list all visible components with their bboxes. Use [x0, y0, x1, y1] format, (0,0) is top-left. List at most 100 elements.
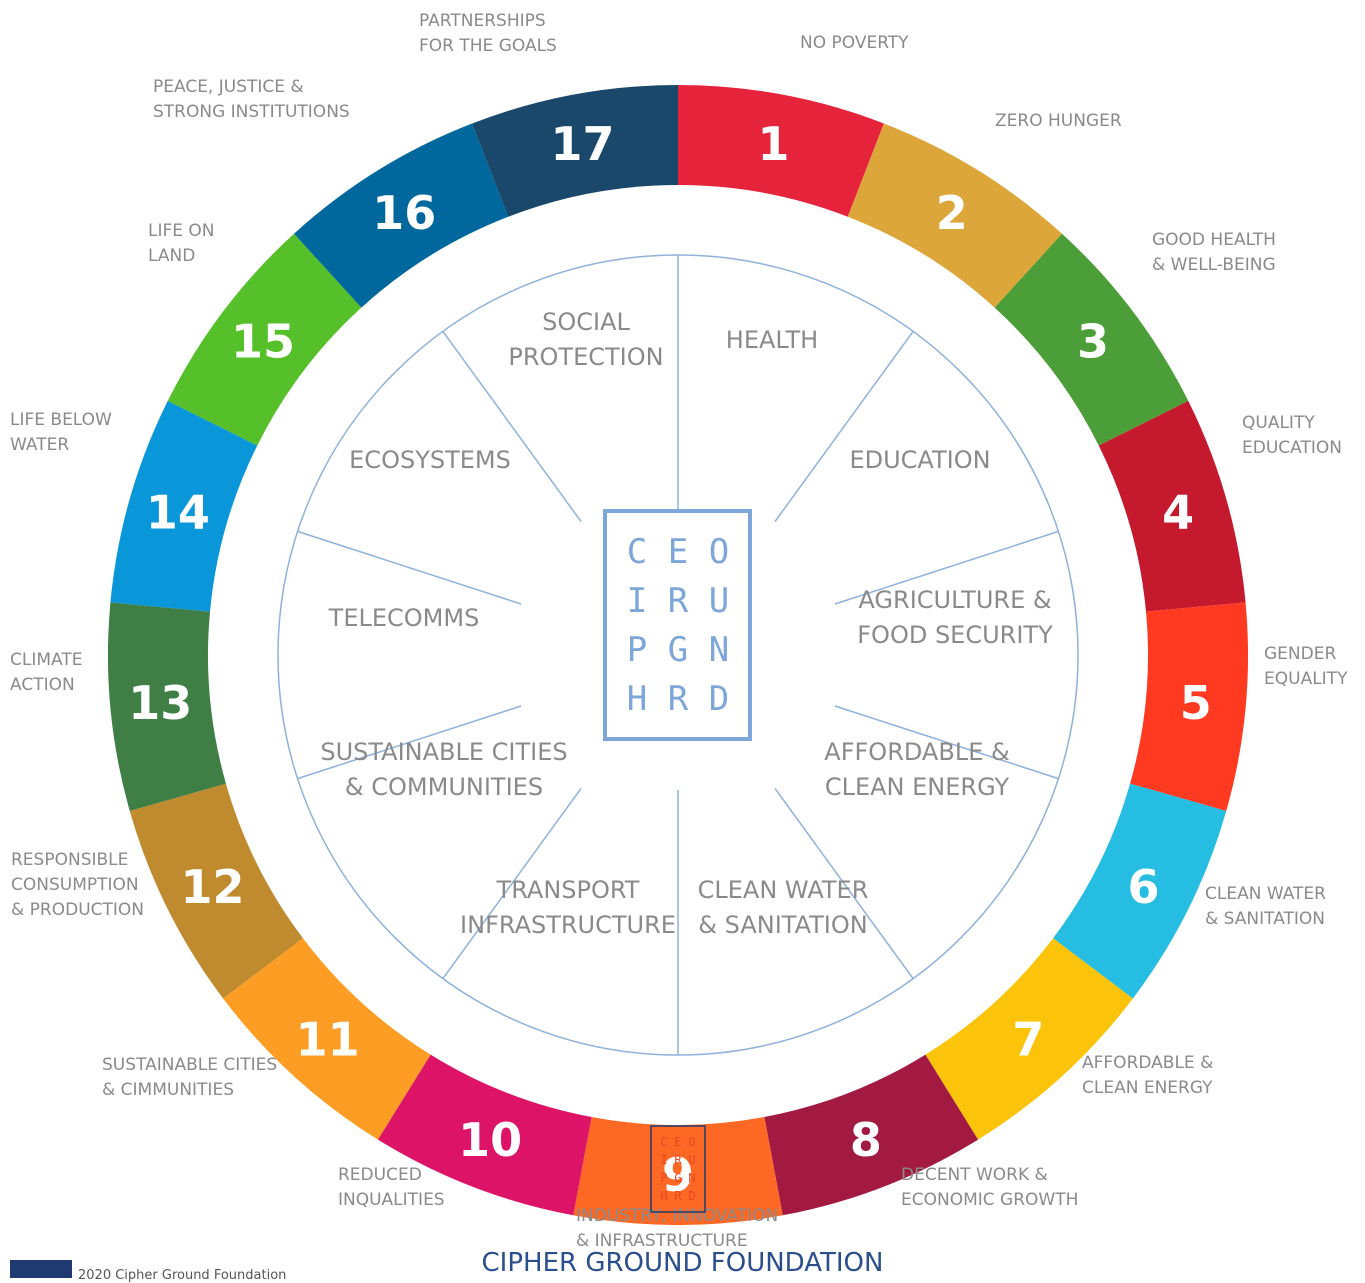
sector-divider	[442, 788, 582, 980]
goal-number-7: 7	[1012, 1012, 1044, 1066]
sector-label: EDUCATION	[849, 446, 990, 474]
goal-number-2: 2	[936, 186, 968, 240]
goal-number-4: 4	[1162, 486, 1194, 540]
mini-logo-letter: C	[660, 1135, 667, 1149]
mini-logo-letter: R	[674, 1153, 682, 1167]
goal-number-11: 11	[296, 1012, 360, 1066]
foundation-title: CIPHER GROUND FOUNDATION	[481, 1248, 884, 1278]
sector-divider	[774, 330, 914, 522]
goal-label-16: PEACE, JUSTICE &STRONG INSTITUTIONS	[153, 77, 350, 122]
goal-label-1: NO POVERTY	[800, 33, 909, 53]
goal-segment-11	[223, 938, 431, 1140]
goal-segment-2	[847, 123, 1063, 308]
sector-divider	[297, 530, 522, 605]
mini-logo-letter: N	[688, 1171, 695, 1185]
goal-segment-4	[1098, 400, 1246, 612]
goal-label-7: AFFORDABLE &CLEAN ENERGY	[1082, 1053, 1213, 1098]
goal-segment-17	[472, 85, 678, 217]
goal-segment-16	[293, 123, 509, 308]
sector-label: AFFORDABLE &CLEAN ENERGY	[824, 738, 1009, 801]
goal-number-17: 17	[550, 117, 614, 171]
goal-label-9: INDUSTRY, INNOVATION& INFRASTRUCTURE	[576, 1206, 778, 1251]
goal-segment-13	[107, 602, 226, 811]
goal-segment-1	[678, 85, 884, 217]
goal-label-11: SUSTAINABLE CITIES& CIMMUNITIES	[102, 1055, 277, 1100]
goal-number-1: 1	[758, 117, 790, 171]
goal-label-8: DECENT WORK &ECONOMIC GROWTH	[901, 1165, 1078, 1210]
goal-segment-12	[129, 783, 303, 999]
sector-label: TELECOMMS	[328, 604, 480, 632]
sector-divider	[834, 530, 1059, 605]
goal-number-9: 9	[662, 1148, 694, 1202]
goal-segment-6	[1053, 783, 1227, 999]
sector-divider	[297, 705, 522, 780]
logo-letter: E	[668, 532, 688, 572]
goal-number-5: 5	[1180, 676, 1212, 730]
logo-letter: P	[627, 630, 647, 670]
mini-logo-letter: G	[674, 1171, 681, 1185]
mini-logo-letter: D	[688, 1189, 695, 1203]
logo-letter: R	[668, 679, 689, 719]
goal-number-6: 6	[1127, 860, 1159, 914]
logo-letter: D	[709, 679, 729, 719]
logo-letter: N	[709, 630, 729, 670]
mini-logo-letter: O	[688, 1135, 695, 1149]
goal-number-16: 16	[372, 186, 436, 240]
sector-label: ECOSYSTEMS	[349, 446, 511, 474]
goal-segment-5	[1130, 602, 1248, 811]
goal-number-13: 13	[128, 676, 192, 730]
goal-number-10: 10	[458, 1113, 522, 1167]
goal-number-12: 12	[181, 860, 245, 914]
mini-logo-letter: E	[674, 1135, 681, 1149]
goal-segment-10	[377, 1054, 592, 1216]
goal-label-2: ZERO HUNGER	[995, 111, 1122, 131]
logo-frame	[603, 509, 752, 741]
sector-divider	[442, 330, 582, 522]
goal-number-8: 8	[850, 1113, 882, 1167]
goal-segment-7	[925, 938, 1133, 1140]
logo-letter: G	[668, 630, 688, 670]
goal-number-15: 15	[231, 315, 295, 369]
goal-labels: NO POVERTY ZERO HUNGER GOOD HEALTH& WELL-B…	[10, 11, 1348, 1251]
mini-logo-letter: R	[674, 1189, 682, 1203]
logo-letter: H	[627, 679, 647, 719]
goal-segment-8	[764, 1054, 979, 1216]
goal-label-3: GOOD HEALTH& WELL-BEING	[1152, 230, 1276, 275]
sector-label: SUSTAINABLE CITIES& COMMUNITIES	[320, 738, 567, 801]
sector-label: HEALTH	[726, 326, 818, 354]
logo-letter: O	[709, 532, 729, 572]
copyright-mark	[10, 1260, 72, 1278]
goal-number-14: 14	[146, 486, 210, 540]
mini-logo-letter: I	[660, 1153, 667, 1167]
goal-segment-14	[110, 400, 258, 612]
mini-logo-letter: P	[660, 1171, 667, 1185]
sector-label: AGRICULTURE &FOOD SECURITY	[857, 586, 1053, 649]
goal-number-3: 3	[1077, 315, 1109, 369]
logo-letter: U	[709, 581, 729, 621]
mini-logo-letter: U	[688, 1153, 695, 1167]
mini-logo-frame	[650, 1125, 706, 1213]
goal-segment-15	[167, 233, 362, 446]
goal-label-6: CLEAN WATER& SANITATION	[1205, 884, 1326, 929]
mini-logo-letter: H	[660, 1189, 667, 1203]
goal-segment-3	[994, 233, 1189, 446]
logo-letter: I	[627, 581, 647, 621]
sector-divider	[774, 788, 914, 980]
logo-letter: R	[668, 581, 689, 621]
logo-letter: C	[627, 532, 647, 572]
sector-label: CLEAN WATER& SANITATION	[698, 876, 869, 939]
